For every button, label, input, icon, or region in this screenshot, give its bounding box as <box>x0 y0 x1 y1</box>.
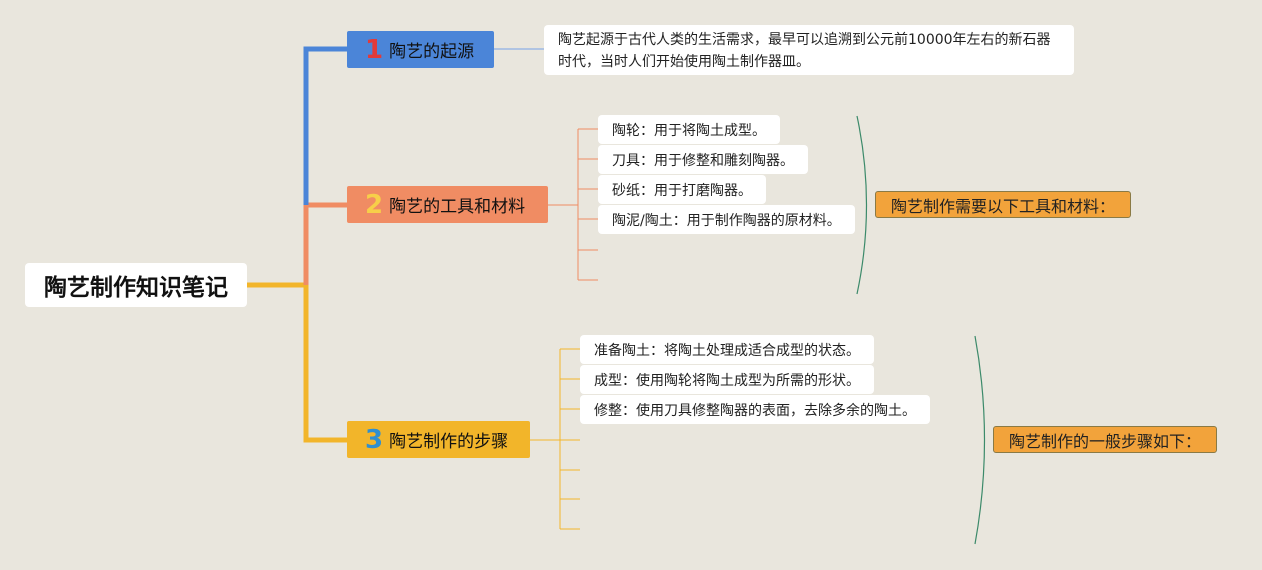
origin-description[interactable]: 陶艺起源于古代人类的生活需求，最早可以追溯到公元前10000年左右的新石器时代，… <box>544 25 1074 75</box>
tool-item-sandpaper[interactable]: 砂纸：用于打磨陶器。 <box>598 175 766 204</box>
leaf-text: 陶轮：用于将陶土成型。 <box>612 122 766 139</box>
connector-root-branch2 <box>303 202 347 285</box>
step-item-prepare[interactable]: 准备陶土：将陶土处理成适合成型的状态。 <box>580 335 874 364</box>
step-item-shape[interactable]: 成型：使用陶轮将陶土成型为所需的形状。 <box>580 365 874 394</box>
branch-origin[interactable]: 1 陶艺的起源 <box>347 31 494 68</box>
branch-tools-materials[interactable]: 2 陶艺的工具和材料 <box>347 186 548 223</box>
tool-item-clay[interactable]: 陶泥/陶土：用于制作陶器的原材料。 <box>598 205 855 234</box>
summary-steps[interactable]: 陶艺制作的一般步骤如下： <box>993 426 1217 453</box>
branch-number-2: 2 <box>365 189 384 220</box>
branch-number-1: 1 <box>365 34 384 65</box>
branch-label: 陶艺的工具和材料 <box>389 197 526 217</box>
branch-label: 陶艺的起源 <box>389 42 475 62</box>
root-label: 陶艺制作知识笔记 <box>44 275 228 301</box>
step-item-trim[interactable]: 修整：使用刀具修整陶器的表面，去除多余的陶土。 <box>580 395 930 424</box>
leaf-text: 修整：使用刀具修整陶器的表面，去除多余的陶土。 <box>594 402 916 419</box>
root-node[interactable]: 陶艺制作知识笔记 <box>25 263 247 307</box>
comb-branch2 <box>548 128 598 281</box>
leaf-text: 砂纸：用于打磨陶器。 <box>612 182 752 199</box>
connector-root-branch3 <box>247 282 347 443</box>
comb-branch3 <box>530 348 580 530</box>
leaf-text: 成型：使用陶轮将陶土成型为所需的形状。 <box>594 372 860 389</box>
branch-label: 陶艺制作的步骤 <box>389 432 509 452</box>
leaf-text: 陶泥/陶土：用于制作陶器的原材料。 <box>612 212 841 229</box>
leaf-text: 刀具：用于修整和雕刻陶器。 <box>612 152 794 169</box>
leaf-text: 准备陶土：将陶土处理成适合成型的状态。 <box>594 342 860 359</box>
tool-item-wheel[interactable]: 陶轮：用于将陶土成型。 <box>598 115 780 144</box>
branch-steps[interactable]: 3 陶艺制作的步骤 <box>347 421 530 458</box>
brace-branch2 <box>856 115 868 295</box>
connector-root-branch1 <box>303 46 347 205</box>
origin-description-text: 陶艺起源于古代人类的生活需求，最早可以追溯到公元前10000年左右的新石器时代，… <box>558 32 1051 70</box>
summary-text: 陶艺制作的一般步骤如下： <box>1008 431 1201 451</box>
summary-tools[interactable]: 陶艺制作需要以下工具和材料： <box>875 191 1131 218</box>
tool-item-knife[interactable]: 刀具：用于修整和雕刻陶器。 <box>598 145 808 174</box>
brace-branch3 <box>974 335 986 545</box>
summary-text: 陶艺制作需要以下工具和材料： <box>890 196 1115 216</box>
branch-number-3: 3 <box>365 424 384 455</box>
